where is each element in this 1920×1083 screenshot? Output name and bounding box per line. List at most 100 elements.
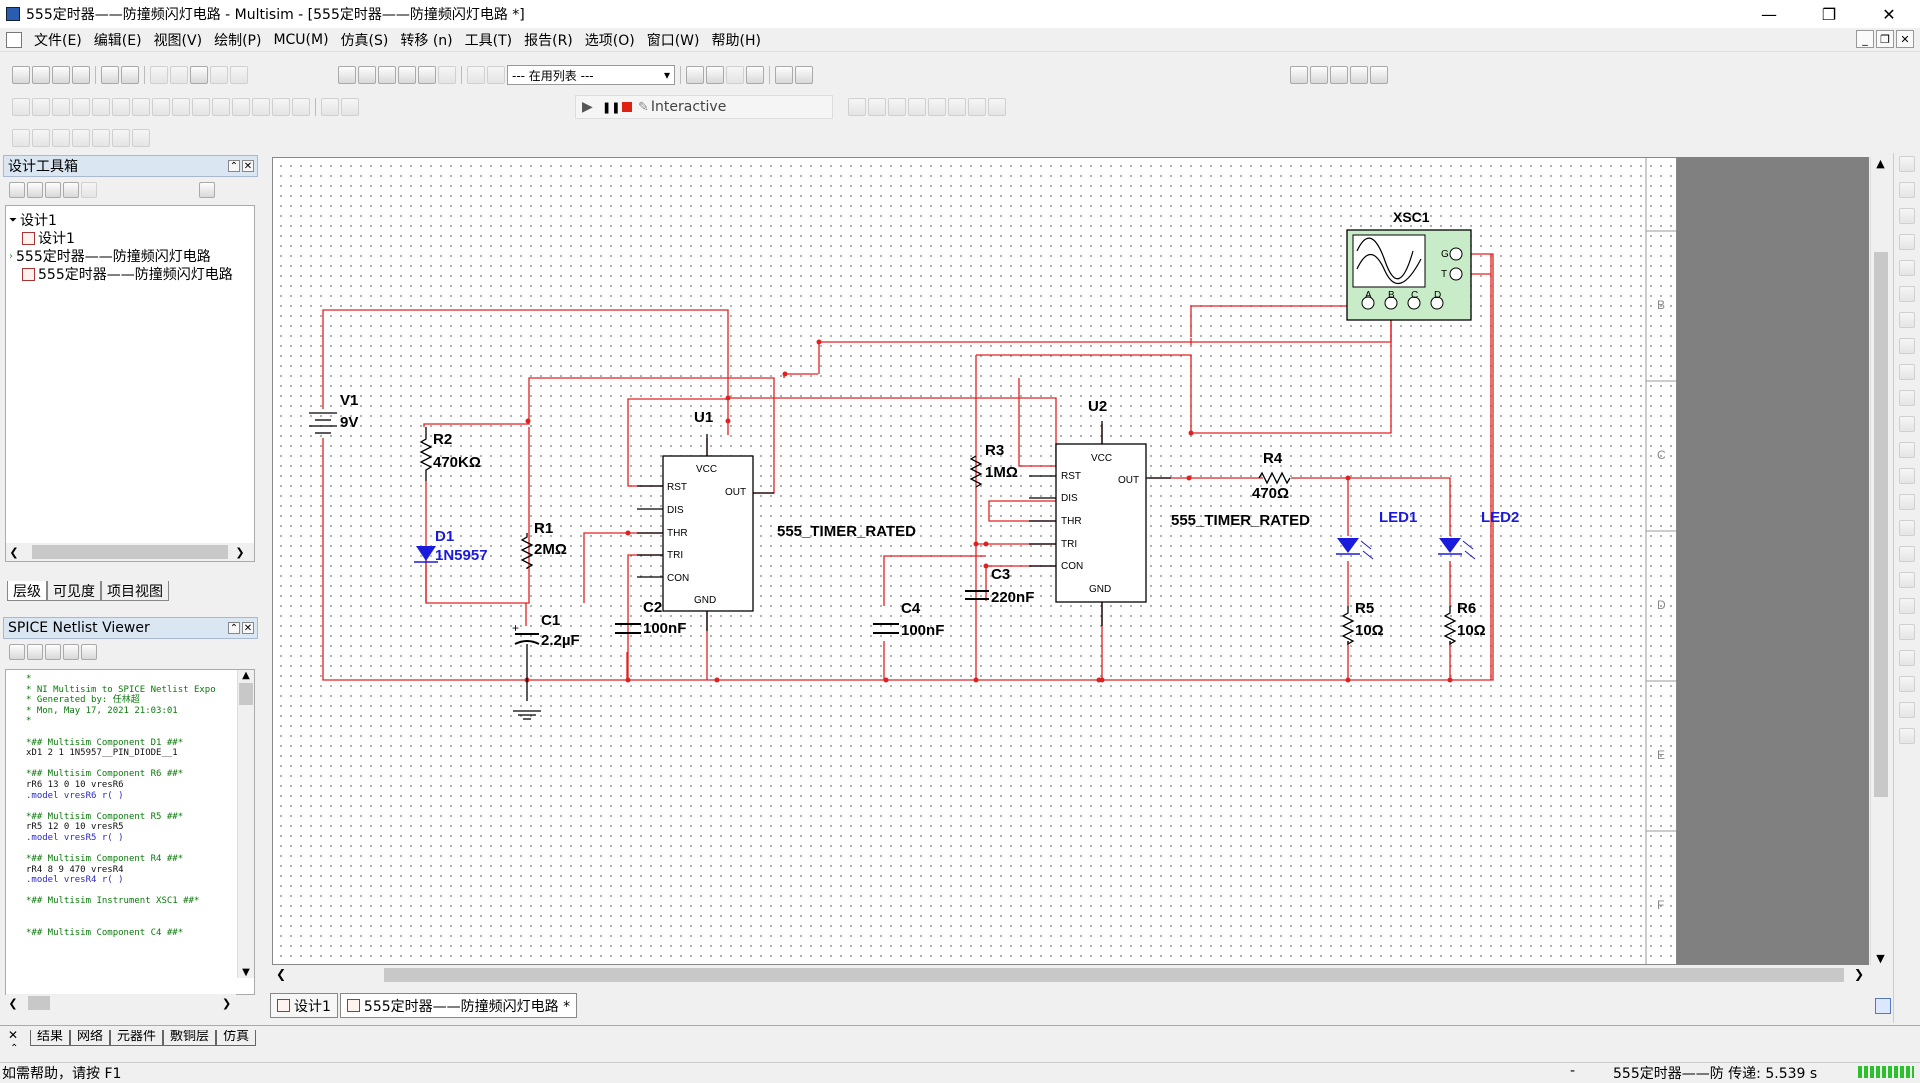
scroll-right-icon[interactable]: ❯: [1853, 967, 1864, 981]
graphic-ellipse-icon[interactable]: [52, 129, 70, 147]
resistor-r5[interactable]: [1341, 606, 1355, 646]
toggle-fullscreen-icon[interactable]: [338, 66, 356, 84]
multimeter-icon[interactable]: [1899, 156, 1915, 172]
scroll-down-icon[interactable]: ▼: [1876, 952, 1885, 965]
menu-simulate[interactable]: 仿真(S): [340, 32, 389, 49]
redo-icon[interactable]: [230, 66, 248, 84]
new-icon[interactable]: [12, 66, 30, 84]
cmos-icon[interactable]: [132, 98, 150, 116]
menu-file[interactable]: 文件(E): [34, 32, 82, 49]
word-generator-icon[interactable]: [1899, 338, 1915, 354]
menu-reports[interactable]: 报告(R): [524, 32, 573, 49]
restore-button[interactable]: ❐: [1821, 4, 1837, 24]
rf-icon[interactable]: [252, 98, 270, 116]
cut-icon[interactable]: [150, 66, 168, 84]
probe-icon[interactable]: [1899, 702, 1915, 718]
agilent-generator-icon[interactable]: [1899, 520, 1915, 536]
scroll-right-icon[interactable]: ❯: [235, 545, 245, 559]
netlist-vscroll[interactable]: ▲ ▼: [237, 670, 254, 978]
scroll-down-icon[interactable]: ▼: [242, 967, 250, 978]
led-led2[interactable]: [1438, 538, 1476, 560]
scroll-thumb[interactable]: [239, 683, 253, 705]
scroll-left-icon[interactable]: ❮: [8, 996, 18, 1010]
zoom-fit-icon[interactable]: [1370, 66, 1388, 84]
scroll-up-icon[interactable]: ▲: [242, 670, 250, 681]
component-search-icon[interactable]: [775, 66, 793, 84]
measurement-probe-icon[interactable]: [1899, 728, 1915, 744]
iv-analyzer-icon[interactable]: [1899, 416, 1915, 432]
diode-icon[interactable]: [52, 98, 70, 116]
probe-ref-icon[interactable]: [948, 98, 966, 116]
close-icon[interactable]: ✕: [242, 160, 254, 172]
menu-view[interactable]: 视图(V): [153, 32, 203, 49]
logic-converter-icon[interactable]: [1899, 364, 1915, 380]
stop-icon[interactable]: [622, 102, 632, 112]
run-icon[interactable]: ▶: [582, 99, 593, 115]
zoom-out-icon[interactable]: [1310, 66, 1328, 84]
graphic-text-icon[interactable]: [112, 129, 130, 147]
canvas-vscroll[interactable]: ▲ ▼: [1870, 157, 1890, 965]
capacitor-c2[interactable]: [615, 623, 641, 634]
scroll-thumb[interactable]: [1874, 252, 1888, 797]
help-icon[interactable]: [795, 66, 813, 84]
paste-icon[interactable]: [190, 66, 208, 84]
scroll-left-icon[interactable]: ❮: [9, 545, 19, 559]
misc-icon[interactable]: [232, 98, 250, 116]
save-design-icon[interactable]: [45, 182, 61, 198]
pin-icon[interactable]: ⌃: [228, 622, 240, 634]
tab-components[interactable]: 元器件: [110, 1030, 164, 1046]
tree-hscroll[interactable]: ❮ ❯: [6, 543, 254, 561]
simulation-mode[interactable]: Interactive: [650, 99, 727, 115]
menu-place[interactable]: 绘制(P): [214, 32, 262, 49]
close-icon[interactable]: ✕: [8, 1028, 19, 1042]
minimize-button[interactable]: —: [1761, 4, 1777, 24]
mdi-minimize-button[interactable]: _: [1856, 30, 1874, 48]
save-icon[interactable]: [45, 644, 61, 660]
tree-node-sheet-design1[interactable]: 设计1: [22, 228, 75, 248]
electromechanical-icon[interactable]: [272, 98, 290, 116]
tab-visibility[interactable]: 可见度: [47, 581, 101, 601]
copy-icon[interactable]: [81, 644, 97, 660]
graphic-polygon-icon[interactable]: [92, 129, 110, 147]
logic-analyzer-icon[interactable]: [1899, 390, 1915, 406]
capacitor-c3[interactable]: [965, 590, 989, 600]
back-annotate-icon[interactable]: [726, 66, 744, 84]
pin-icon[interactable]: ⌃: [228, 160, 240, 172]
database-icon[interactable]: [438, 66, 456, 84]
battery-v1[interactable]: [309, 412, 337, 434]
forward-annotate-icon[interactable]: [746, 66, 764, 84]
tab-copper-layers[interactable]: 敷铜层: [163, 1030, 217, 1046]
tree-node-555-sheet[interactable]: 555定时器——防撞频闪灯电路: [22, 264, 233, 284]
resistor-r6[interactable]: [1443, 606, 1457, 646]
scroll-up-icon[interactable]: ▲: [1876, 157, 1885, 170]
copy-icon[interactable]: [170, 66, 188, 84]
select-icon[interactable]: [63, 644, 79, 660]
diode-d1[interactable]: [414, 546, 438, 563]
scroll-thumb[interactable]: [32, 545, 228, 559]
interactive-icon[interactable]: ✎: [638, 99, 649, 115]
spectrum-analyzer-icon[interactable]: [1899, 468, 1915, 484]
analog-icon[interactable]: [92, 98, 110, 116]
document-icon[interactable]: [6, 31, 22, 48]
menu-window[interactable]: 窗口(W): [646, 32, 700, 49]
print-preview-icon[interactable]: [121, 66, 139, 84]
tab-design1[interactable]: 设计1: [270, 993, 338, 1018]
transfer-ultiboard-icon[interactable]: [706, 66, 724, 84]
menu-help[interactable]: 帮助(H): [711, 32, 761, 49]
four-channel-scope-icon[interactable]: [1899, 260, 1915, 276]
tab-hierarchy[interactable]: 层级: [7, 581, 47, 601]
capacitor-c1[interactable]: [513, 633, 541, 720]
zoom-area-icon[interactable]: [1330, 66, 1348, 84]
scroll-left-icon[interactable]: ❮: [276, 967, 287, 981]
tab-list-icon[interactable]: [1875, 998, 1891, 1014]
graphic-arc-icon[interactable]: [72, 129, 90, 147]
labview-icon[interactable]: [1899, 624, 1915, 640]
wattmeter-icon[interactable]: [1899, 208, 1915, 224]
probe-diff-icon[interactable]: [908, 98, 926, 116]
frequency-counter-icon[interactable]: [1899, 312, 1915, 328]
tab-555-circuit[interactable]: 555定时器——防撞频闪灯电路 *: [339, 993, 578, 1018]
expand-icon[interactable]: ⏷: [9, 214, 17, 226]
probe-current-icon[interactable]: [868, 98, 886, 116]
tree-node-555-design[interactable]: ›555定时器——防撞频闪灯电路: [9, 246, 211, 266]
menu-options[interactable]: 选项(O): [584, 32, 635, 49]
